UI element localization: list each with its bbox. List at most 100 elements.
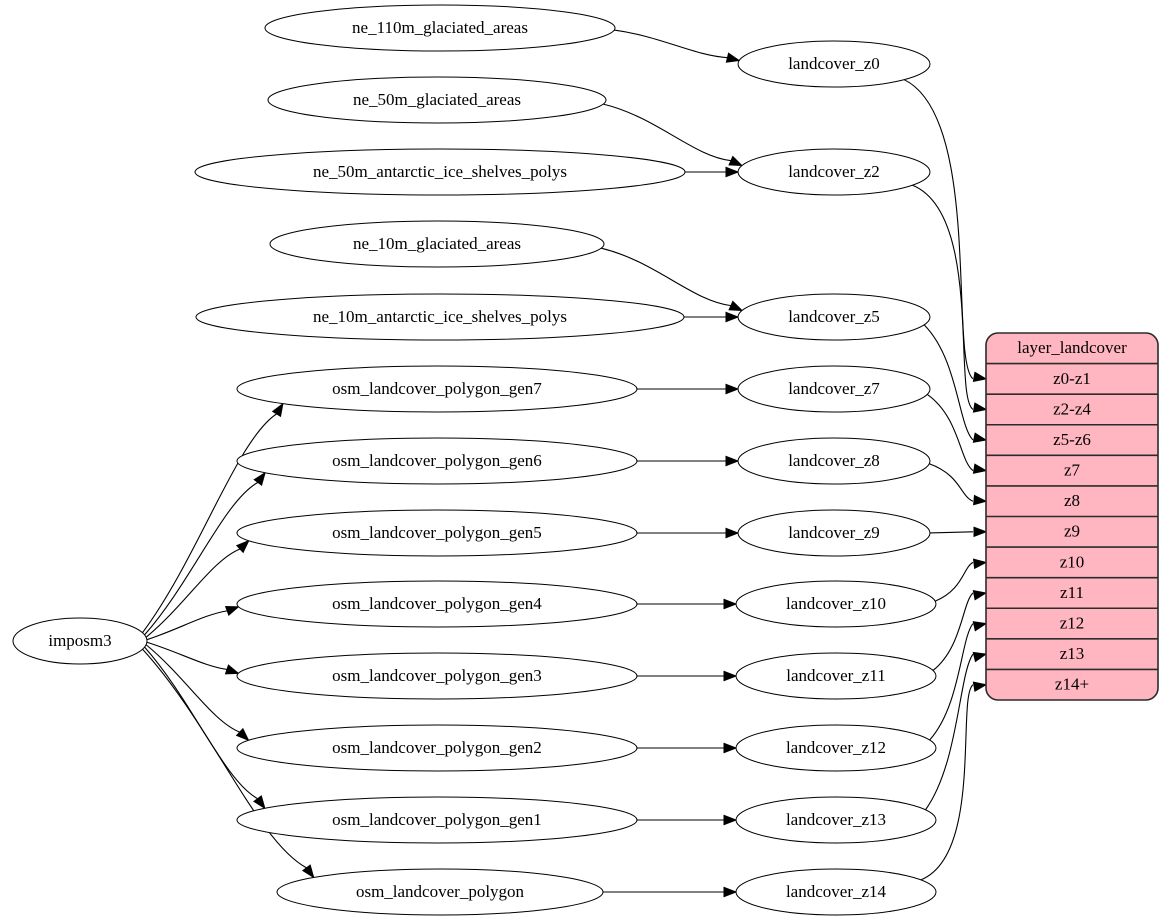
record-row-z8[interactable]: z8 bbox=[1064, 491, 1080, 510]
node-osm-landcover-polygon-gen1[interactable]: osm_landcover_polygon_gen1 bbox=[236, 796, 638, 844]
node-osm-landcover-polygon-gen5[interactable]: osm_landcover_polygon_gen5 bbox=[236, 509, 638, 557]
arrow-head bbox=[235, 727, 250, 742]
arrow-head bbox=[972, 371, 988, 383]
edge-imposm3-to-osm-landcover-polygon bbox=[142, 648, 307, 869]
edge-landcover-z10-to-z10 bbox=[935, 561, 974, 602]
node-osm-landcover-polygon-gen6[interactable]: osm_landcover_polygon_gen6 bbox=[236, 437, 638, 485]
node-ellipse bbox=[735, 652, 937, 700]
node-label: ne_10m_antarctic_ice_shelves_polys bbox=[313, 307, 567, 326]
arrow-head bbox=[972, 432, 988, 443]
node-ne-50m-glaciated-areas[interactable]: ne_50m_glaciated_areas bbox=[267, 76, 607, 124]
node-ellipse bbox=[735, 796, 937, 844]
node-label: osm_landcover_polygon bbox=[356, 882, 525, 901]
arrow-head bbox=[972, 651, 988, 663]
node-ellipse bbox=[236, 365, 638, 413]
node-label: landcover_z2 bbox=[788, 162, 880, 181]
edge-imposm3-to-osm-landcover-polygon-gen5 bbox=[145, 548, 241, 638]
node-ne-110m-glaciated-areas[interactable]: ne_110m_glaciated_areas bbox=[264, 4, 616, 52]
edge-ne-50m-glaciated-areas-to-landcover-z2 bbox=[603, 103, 731, 162]
record-table[interactable]: layer_landcoverz0-z1z2-z4z5-z6z7z8z9z10z… bbox=[985, 332, 1159, 701]
edge-imposm3-to-osm-landcover-polygon-gen4 bbox=[146, 610, 228, 641]
node-landcover-z11[interactable]: landcover_z11 bbox=[735, 652, 937, 700]
node-landcover-z0[interactable]: landcover_z0 bbox=[737, 40, 931, 88]
arrow-head bbox=[271, 402, 284, 418]
arrow-head bbox=[972, 621, 988, 632]
node-osm-landcover-polygon-gen3[interactable]: osm_landcover_polygon_gen3 bbox=[236, 652, 638, 700]
node-ne-10m-antarctic-ice-shelves-polys[interactable]: ne_10m_antarctic_ice_shelves_polys bbox=[195, 293, 685, 341]
node-ne-10m-glaciated-areas[interactable]: ne_10m_glaciated_areas bbox=[269, 220, 605, 268]
record-row-z0-z1[interactable]: z0-z1 bbox=[1053, 369, 1091, 388]
edge-landcover-z13-to-z13 bbox=[925, 653, 974, 811]
node-osm-landcover-polygon[interactable]: osm_landcover_polygon bbox=[276, 868, 604, 916]
node-ellipse bbox=[236, 796, 638, 844]
arrow-head bbox=[224, 606, 240, 617]
arrow-head bbox=[728, 155, 744, 167]
node-osm-landcover-polygon-gen2[interactable]: osm_landcover_polygon_gen2 bbox=[236, 724, 638, 772]
node-osm-landcover-polygon-gen4[interactable]: osm_landcover_polygon_gen4 bbox=[236, 580, 638, 628]
node-landcover-z10[interactable]: landcover_z10 bbox=[735, 580, 937, 628]
edge-landcover-z5-to-z5-z6 bbox=[923, 324, 974, 441]
node-ne-50m-antarctic-ice-shelves-polys[interactable]: ne_50m_antarctic_ice_shelves_polys bbox=[194, 148, 686, 196]
node-label: landcover_z5 bbox=[788, 307, 880, 326]
record-row-z2-z4[interactable]: z2-z4 bbox=[1053, 399, 1091, 418]
node-landcover-z7[interactable]: landcover_z7 bbox=[737, 365, 931, 413]
arrow-head bbox=[728, 300, 744, 312]
node-label: osm_landcover_polygon_gen6 bbox=[332, 451, 542, 470]
node-ellipse bbox=[737, 509, 931, 557]
node-osm-landcover-polygon-gen7[interactable]: osm_landcover_polygon_gen7 bbox=[236, 365, 638, 413]
node-imposm3[interactable]: imposm3 bbox=[12, 617, 148, 665]
node-landcover-z12[interactable]: landcover_z12 bbox=[735, 724, 937, 772]
record-row-z11[interactable]: z11 bbox=[1060, 583, 1084, 602]
edge-ne-110m-glaciated-areas-to-landcover-z0 bbox=[614, 29, 728, 59]
node-label: landcover_z13 bbox=[786, 810, 886, 829]
node-ellipse bbox=[737, 365, 931, 413]
record-row-z7[interactable]: z7 bbox=[1064, 461, 1081, 480]
node-ellipse bbox=[737, 148, 931, 196]
node-label: landcover_z14 bbox=[786, 882, 887, 901]
node-landcover-z5[interactable]: landcover_z5 bbox=[737, 293, 931, 341]
node-landcover-z8[interactable]: landcover_z8 bbox=[737, 437, 931, 485]
record-row-z13[interactable]: z13 bbox=[1060, 644, 1085, 663]
arrow-head bbox=[725, 383, 740, 395]
node-ellipse bbox=[267, 76, 607, 124]
node-ellipse bbox=[735, 580, 937, 628]
node-landcover-z14[interactable]: landcover_z14 bbox=[735, 868, 937, 916]
edge-landcover-z2-to-z2-z4 bbox=[912, 184, 974, 410]
record-row-z5-z6[interactable]: z5-z6 bbox=[1053, 430, 1091, 449]
arrow-head bbox=[723, 886, 738, 898]
edge-ne-10m-glaciated-areas-to-landcover-z5 bbox=[601, 247, 732, 307]
edge-landcover-z12-to-z12 bbox=[929, 623, 974, 741]
node-ellipse bbox=[236, 724, 638, 772]
arrow-head bbox=[972, 402, 988, 413]
arrow-head bbox=[723, 742, 738, 754]
node-ellipse bbox=[236, 437, 638, 485]
node-ellipse bbox=[737, 293, 931, 341]
node-label: ne_50m_antarctic_ice_shelves_polys bbox=[313, 162, 567, 181]
node-label: osm_landcover_polygon_gen4 bbox=[332, 594, 542, 613]
record-row-z10[interactable]: z10 bbox=[1060, 552, 1085, 571]
edge-imposm3-to-osm-landcover-polygon-gen3 bbox=[146, 641, 228, 671]
record-row-z14+[interactable]: z14+ bbox=[1055, 675, 1089, 694]
node-ellipse bbox=[236, 509, 638, 557]
node-label: ne_50m_glaciated_areas bbox=[353, 90, 521, 109]
node-landcover-z13[interactable]: landcover_z13 bbox=[735, 796, 937, 844]
record-row-z9[interactable]: z9 bbox=[1064, 522, 1080, 541]
node-landcover-z9[interactable]: landcover_z9 bbox=[737, 509, 931, 557]
edge-imposm3-to-osm-landcover-polygon-gen6 bbox=[144, 481, 259, 636]
node-ellipse bbox=[236, 580, 638, 628]
node-ellipse bbox=[276, 868, 604, 916]
arrow-head bbox=[301, 864, 315, 879]
arrow-head bbox=[725, 527, 740, 539]
arrow-head bbox=[723, 670, 738, 682]
node-landcover-z2[interactable]: landcover_z2 bbox=[737, 148, 931, 196]
arrow-head bbox=[725, 52, 741, 63]
arrow-head bbox=[973, 526, 988, 538]
edge-landcover-z7-to-z7 bbox=[926, 393, 974, 472]
record-table-layer: layer_landcoverz0-z1z2-z4z5-z6z7z8z9z10z… bbox=[985, 332, 1159, 701]
node-ellipse bbox=[12, 617, 148, 665]
node-label: landcover_z12 bbox=[786, 738, 886, 757]
arrow-head bbox=[972, 681, 988, 692]
node-layer: ne_110m_glaciated_areas ne_50m_glaciated_… bbox=[12, 4, 937, 916]
record-row-z12[interactable]: z12 bbox=[1060, 613, 1085, 632]
